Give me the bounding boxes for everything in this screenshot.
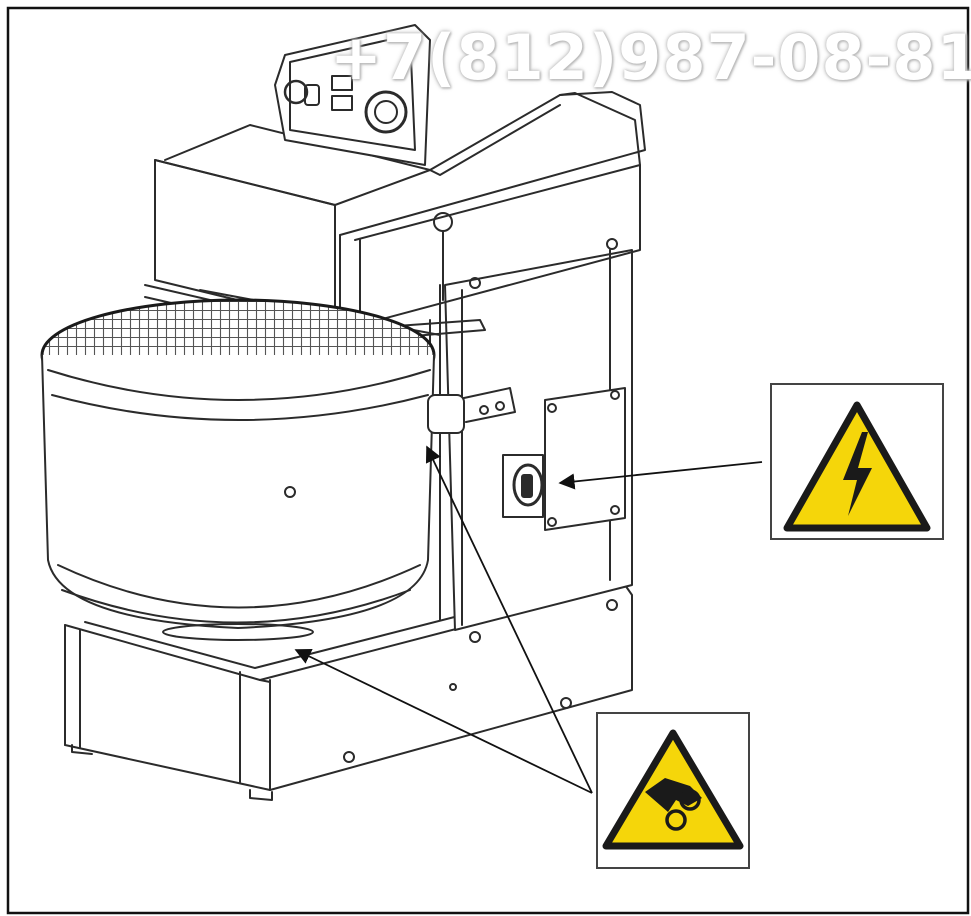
phone-watermark: +7(812)987-08-81 bbox=[330, 21, 971, 94]
control-panel bbox=[274, 24, 431, 166]
hand-crush-rollers-warning-icon bbox=[596, 712, 750, 869]
mixer-base bbox=[64, 575, 633, 801]
arrow-to-electrical-panel bbox=[558, 461, 763, 490]
mixer-bowl bbox=[40, 298, 436, 641]
main-switch bbox=[502, 454, 544, 518]
high-voltage-warning-icon bbox=[770, 383, 944, 540]
bowl-hinge bbox=[427, 387, 516, 434]
arrow-to-bowl-base bbox=[294, 649, 593, 794]
spiral-mixer-drawing bbox=[40, 24, 646, 801]
electrical-cover-plate bbox=[544, 387, 626, 531]
mixer-column bbox=[439, 249, 633, 631]
page-frame bbox=[6, 6, 970, 915]
arrow-to-bowl-hinge bbox=[425, 445, 593, 794]
